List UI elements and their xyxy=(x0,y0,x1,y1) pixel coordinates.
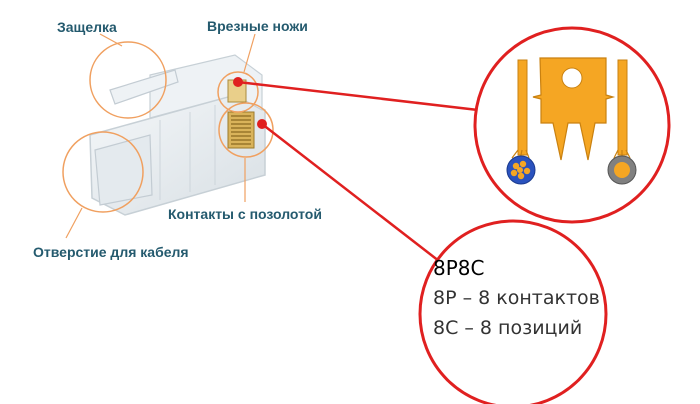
contacts-block xyxy=(227,111,255,149)
contact-pins xyxy=(231,115,251,145)
cable-callout-circle xyxy=(62,131,144,213)
latch-label: Защелка xyxy=(57,19,117,35)
contacts-callout-circle xyxy=(218,102,274,158)
blades-marker xyxy=(233,77,243,87)
latch-tab xyxy=(109,69,179,105)
central-blade xyxy=(532,57,616,161)
cable-leader xyxy=(65,207,83,239)
wire-core xyxy=(517,172,525,180)
latch-callout-circle xyxy=(89,41,167,119)
info-title: 8P8C xyxy=(433,256,485,280)
wire-core xyxy=(517,167,523,173)
contacts-label: Контакты с позолотой xyxy=(168,206,322,222)
left-wire-cores xyxy=(510,160,531,180)
left-strip xyxy=(517,59,528,156)
info-circle xyxy=(418,219,608,404)
wire-core xyxy=(512,162,520,170)
info-line-1: 8P – 8 контактов xyxy=(433,287,600,309)
rj45-connector xyxy=(89,54,266,216)
info-text: 8P8C 8P – 8 контактов 8C – 8 позиций xyxy=(433,253,600,343)
info-line-2: 8C – 8 позиций xyxy=(433,317,583,339)
blades-leader xyxy=(243,33,256,73)
cable-hole-label: Отверстие для кабеля xyxy=(33,244,189,260)
right-wire-core xyxy=(614,162,630,178)
wire-core xyxy=(519,160,527,168)
latch-leader xyxy=(99,33,123,47)
right-strip xyxy=(617,59,628,156)
connector-top-face xyxy=(149,54,263,119)
blade-hole xyxy=(561,67,583,89)
contacts-marker xyxy=(257,119,267,129)
wire-core xyxy=(523,167,531,175)
detail-circle xyxy=(473,26,671,224)
contacts-to-info-line xyxy=(261,123,449,269)
blades-callout-circle xyxy=(217,71,259,113)
blade-detail-view xyxy=(473,26,671,224)
wire-core xyxy=(510,169,518,177)
blades-label: Врезные ножи xyxy=(207,18,308,34)
blades-to-detail-line xyxy=(237,80,479,112)
